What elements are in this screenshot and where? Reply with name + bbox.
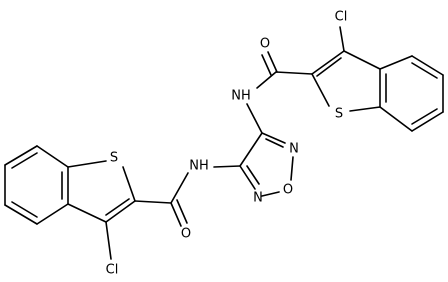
bond-c7-c7a-top — [379, 106, 413, 132]
bond-c3-n2-ring — [261, 132, 286, 144]
atom-s-top: S — [335, 107, 343, 122]
bond-carbonyl-o-left-b — [176, 199, 188, 224]
bond-carbonyl-o-top-b — [261, 54, 272, 76]
bond-c2-s-top — [311, 73, 330, 107]
bond-c3-c4-ring — [239, 132, 263, 167]
bond-c4-c5-top — [411, 55, 444, 76]
bond-carbonyl-o-left-a — [170, 202, 182, 227]
bond-s-c7a-top — [349, 106, 381, 112]
atom-nh-left: NH — [189, 159, 209, 174]
bond-c3a-c4-top — [379, 55, 413, 70]
bond-c3-c2-top — [311, 50, 345, 75]
bond-c2-carbonyl-top — [275, 71, 313, 75]
atom-n-ring-left: N — [253, 191, 263, 206]
bond-s-c7a-left — [67, 160, 107, 168]
bond-c7a-c7-left — [36, 145, 69, 168]
atom-n-ring-right: N — [289, 142, 299, 157]
bond-n-ring-top — [246, 103, 263, 134]
bonds — [4, 26, 444, 260]
bond-carbonyl-c2-left — [134, 200, 172, 204]
bond-c2-s-left — [122, 166, 136, 202]
atom-nh-top: NH — [231, 89, 251, 104]
atom-s-left: S — [110, 151, 118, 166]
atom-labels: Cl O NH S N O N NH S O Cl — [106, 10, 348, 278]
bond-n5-c4-ring — [239, 165, 256, 190]
bond-c3-c2-top-inner — [316, 57, 342, 77]
bond-c6-c7-top-inner — [411, 108, 438, 125]
bond-o1-n5-ring — [261, 191, 280, 197]
bond-c7-c6-left — [4, 145, 38, 166]
bond-c4-c3a-left — [36, 203, 69, 225]
bond-c2-c3-left-inner — [105, 198, 130, 216]
atom-o-left: O — [181, 227, 191, 242]
bond-c3-cl-left — [105, 221, 112, 260]
bond-c4-c5-top-inner — [411, 62, 438, 79]
bond-c3-c3a-left — [67, 203, 107, 223]
atom-cl-top: Cl — [335, 10, 348, 25]
bond-carbonyl-n-top — [256, 71, 277, 89]
bond-c5-c4-left-inner — [11, 201, 38, 218]
bond-n5-c4-ring-inner — [246, 165, 260, 185]
bond-c5-c4-left — [4, 204, 38, 225]
bond-c3-n2-ring-inner — [265, 138, 284, 148]
atom-o-ring: O — [283, 183, 293, 198]
bond-c4-n-left — [213, 165, 241, 168]
bond-c7-c6-left-inner — [11, 152, 38, 169]
atom-o-top: O — [260, 37, 270, 52]
bond-c6-c7-top — [411, 111, 444, 132]
bond-c2-c3-left — [105, 200, 136, 223]
bond-n-carbonyl-left — [170, 172, 189, 204]
bond-c3-cl-top — [339, 26, 345, 52]
bond-carbonyl-o-top-a — [267, 51, 278, 73]
bond-c3-c3a-top — [343, 50, 381, 70]
bond-n2-o1-ring — [290, 156, 294, 181]
atom-cl-left: Cl — [106, 263, 119, 278]
